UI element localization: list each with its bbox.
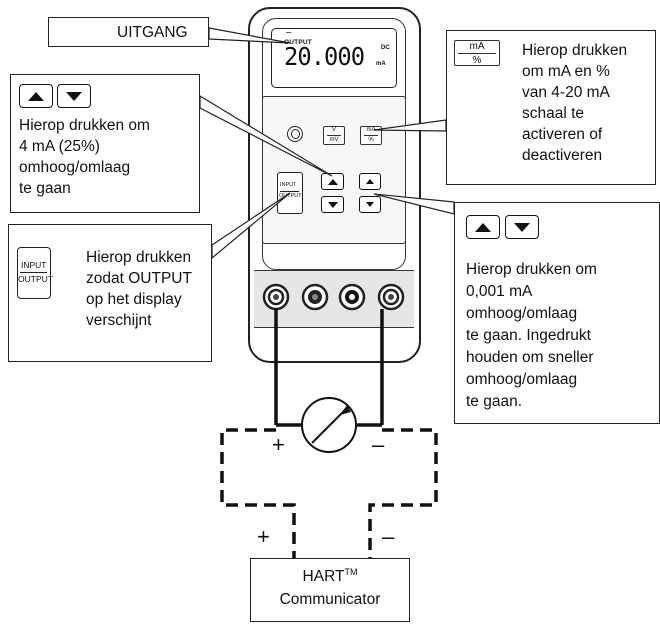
- callout-step-0001: Hierop drukken om 0,001 mA omhoog/omlaag…: [454, 202, 660, 424]
- io-line4: verschijnt: [86, 312, 152, 329]
- fine-down-button[interactable]: [359, 196, 381, 213]
- jack-2: [301, 283, 329, 311]
- hart-plus-label: +: [257, 524, 270, 549]
- hart-minus-label: –: [382, 524, 395, 549]
- display-dash: –: [286, 27, 292, 38]
- display-output-indicator: OUTPUT: [284, 39, 312, 46]
- callout-fine-down-key: [505, 215, 539, 239]
- arrow-up-icon: [28, 91, 44, 101]
- fine-up-button[interactable]: [359, 173, 381, 190]
- display-reading: 20.000: [284, 42, 365, 71]
- ma-pct-num: mA: [366, 127, 376, 133]
- input-output-bottom: OUTPUT: [279, 193, 302, 199]
- step-4ma-line1: Hierop drukken om: [19, 117, 150, 134]
- arrow-up-icon: [366, 179, 374, 184]
- step-0001-line7: te gaan.: [466, 393, 523, 410]
- io-line3: op het display: [86, 291, 182, 308]
- power-button[interactable]: [287, 126, 303, 142]
- callout-input-output-key: INPUT OUTPUT: [17, 247, 53, 299]
- step-0001-line5: houden om sneller: [466, 349, 594, 366]
- callout-fine-up-key: [466, 215, 500, 239]
- step-0001-line6: omhoog/omlaag: [466, 371, 578, 388]
- step-0001-line3: omhoog/omlaag: [466, 305, 578, 322]
- jack-1: [262, 283, 290, 311]
- callout-ma-den: %: [472, 55, 482, 66]
- arrow-up-icon: [327, 178, 338, 185]
- step-0001-line1: Hierop drukken om: [466, 261, 597, 278]
- lcd-display: – OUTPUT 20.000 DC mA: [271, 27, 397, 88]
- hart-line2: Communicator: [279, 591, 381, 608]
- step-25-down-button[interactable]: [321, 196, 344, 213]
- arrow-down-icon: [66, 91, 82, 101]
- callout-uitgang: UITGANG: [48, 17, 209, 47]
- jack-3: [338, 283, 366, 311]
- hart-tm: TM: [344, 567, 358, 577]
- keypad-panel: [262, 96, 406, 244]
- ma-pct-den: %: [368, 137, 374, 143]
- uitgang-label: UITGANG: [117, 24, 188, 41]
- hart-name: HART: [302, 568, 345, 586]
- step-4ma-line4: te gaan: [19, 180, 71, 197]
- input-output-top: INPUT: [280, 182, 297, 188]
- arrow-up-icon: [475, 222, 491, 232]
- callout-up-key: [19, 84, 53, 108]
- load-meter: [301, 397, 357, 453]
- callout-step-4ma: Hierop drukken om 4 mA (25%) omhoog/omla…: [10, 74, 200, 213]
- io-line2: zodat OUTPUT: [86, 270, 192, 287]
- step-4ma-line2: 4 mA (25%): [19, 138, 100, 155]
- arrow-down-icon: [514, 222, 530, 232]
- ma-pct-line5: activeren of: [522, 126, 603, 143]
- callout-ma-pct: mA % Hierop drukken om mA en % van 4-20 …: [446, 30, 656, 185]
- step-4ma-line3: omhoog/omlaag: [19, 159, 131, 176]
- ma-pct-line2: om mA en %: [522, 63, 610, 80]
- dashed-loop: [220, 428, 438, 558]
- ma-pct-button[interactable]: mA %: [360, 126, 382, 145]
- power-icon: [291, 129, 300, 139]
- callout-input-output: INPUT OUTPUT Hierop drukken zodat OUTPUT…: [8, 224, 212, 362]
- test-leads: [274, 309, 384, 427]
- arrow-down-icon: [366, 202, 374, 207]
- io-key-bottom: OUTPUT: [18, 274, 53, 284]
- ma-pct-line1: Hierop drukken: [522, 42, 628, 59]
- step-25-up-button[interactable]: [321, 173, 344, 190]
- ma-pct-line6: deactiveren: [522, 147, 603, 164]
- step-0001-line4: te gaan. Ingedrukt: [466, 327, 591, 344]
- jack-4: [377, 283, 405, 311]
- loop-plus-label: +: [272, 432, 285, 457]
- ma-pct-line3: van 4-20 mA: [522, 84, 610, 101]
- v-mv-num: V: [331, 127, 336, 133]
- step-0001-line2: 0,001 mA: [466, 283, 533, 300]
- loop-minus-label: –: [372, 432, 385, 457]
- io-line1: Hierop drukken: [86, 249, 192, 266]
- callout-down-key: [57, 84, 91, 108]
- callout-ma-num: mA: [469, 41, 485, 52]
- callout-lines: [199, 27, 455, 260]
- io-key-top: INPUT: [21, 260, 47, 270]
- callout-ma-pct-key: mA %: [454, 40, 500, 66]
- display-unit: mA: [376, 61, 386, 67]
- hart-communicator: HARTTM Communicator: [250, 558, 410, 622]
- v-mv-button[interactable]: V mV: [323, 126, 345, 145]
- v-mv-den: mV: [329, 137, 339, 143]
- display-mode: DC: [381, 45, 390, 51]
- hart-title: HARTTM: [251, 567, 409, 586]
- arrow-down-icon: [327, 201, 338, 208]
- ma-pct-line4: schaal te: [522, 105, 585, 122]
